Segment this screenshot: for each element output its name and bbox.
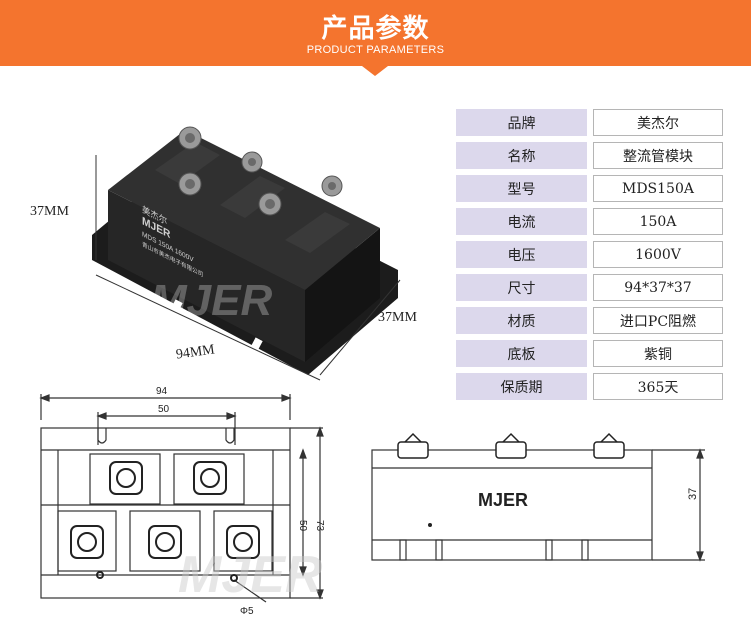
drawing-watermark: MJER	[178, 546, 323, 604]
param-label: 电压	[456, 241, 587, 268]
bolt-icon	[70, 461, 260, 582]
param-value: 美杰尔	[593, 109, 723, 136]
photo-watermark: MJER	[150, 276, 272, 325]
params-row: 材质进口PC阻燃	[456, 307, 723, 334]
param-label: 保质期	[456, 373, 587, 400]
params-row: 品牌美杰尔	[456, 109, 723, 136]
params-row: 底板紫铜	[456, 340, 723, 367]
header-notch	[362, 66, 388, 76]
param-value: MDS150A	[593, 175, 723, 202]
param-label: 尺寸	[456, 274, 587, 301]
photo-height-dimension: 37MM	[30, 204, 69, 219]
param-label: 材质	[456, 307, 587, 334]
dim-50-vertical: 50	[297, 520, 308, 532]
terminal-screw-icon	[178, 126, 343, 216]
param-value: 150A	[593, 208, 723, 235]
dim-73: 73	[314, 520, 325, 532]
param-label: 底板	[456, 340, 587, 367]
param-label: 名称	[456, 142, 587, 169]
terminal-cap-icon	[397, 432, 625, 459]
dim-phi5: Φ5	[240, 606, 254, 617]
header-title: 产品参数	[321, 14, 430, 44]
header-banner: 产品参数 PRODUCT PARAMETERS	[0, 0, 751, 66]
side-logo-text: MJER	[478, 490, 528, 510]
product-photo: 美杰尔 MJER MDS 150A 1600V 青山市美杰电子有限公司 MJER	[92, 126, 401, 381]
param-label: 电流	[456, 208, 587, 235]
dim-94: 94	[156, 386, 168, 397]
top-view-drawing: 94 50 50 73 Φ5 MJER	[39, 386, 325, 617]
photo-depth-dimension: 37MM	[378, 310, 417, 325]
dim-37: 37	[687, 488, 699, 500]
param-label: 品牌	[456, 109, 587, 136]
side-view-drawing: MJER 37	[371, 432, 705, 562]
param-value: 365天	[593, 373, 723, 400]
param-value: 紫铜	[593, 340, 723, 367]
param-value: 94*37*37	[593, 274, 723, 301]
params-row: 名称整流管模块	[456, 142, 723, 169]
dim-50: 50	[158, 404, 170, 415]
param-value: 1600V	[593, 241, 723, 268]
header-subtitle: PRODUCT PARAMETERS	[306, 44, 445, 56]
param-value: 进口PC阻燃	[593, 307, 723, 334]
param-label: 型号	[456, 175, 587, 202]
param-value: 整流管模块	[593, 142, 723, 169]
